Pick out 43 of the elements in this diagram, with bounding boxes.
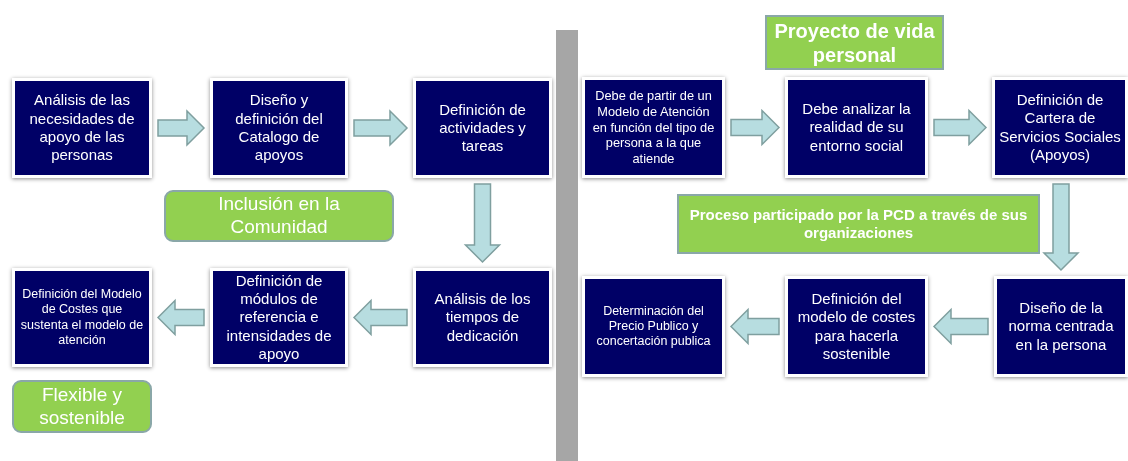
box-text: Definición del Modelo de Costes que sustenta el modelo de atención xyxy=(19,287,145,348)
block-arrow xyxy=(729,307,780,346)
box-text: Diseño y definición del Catalogo de apoyos xyxy=(234,91,324,165)
process-box xyxy=(12,78,152,178)
highlight-box xyxy=(164,190,394,242)
process-box xyxy=(785,77,928,178)
process-box xyxy=(582,77,725,178)
box-text: Proceso participado por la PCD a través de sus organizaciones xyxy=(688,206,1029,242)
box-text: Determinación del Precio Publico y concertación publica xyxy=(595,303,712,350)
highlight-box xyxy=(765,15,944,70)
box-text: Diseño de la norma centrada en la persona xyxy=(1007,299,1115,354)
process-box xyxy=(992,77,1128,178)
process-box xyxy=(210,78,348,178)
block-arrow xyxy=(1042,183,1080,272)
highlight-box xyxy=(12,380,152,433)
box-text: Análisis de las necesidades de apoyo de las personas xyxy=(28,91,136,165)
box-text: Definición del modelo de costes para hacerla sostenible xyxy=(796,289,917,364)
box-text: Proyecto de vida personal xyxy=(773,18,936,67)
box-text: Análisis de los tiempos de dedicación xyxy=(433,290,532,345)
process-box xyxy=(413,78,552,178)
highlight-box xyxy=(677,194,1040,254)
block-arrow xyxy=(352,298,408,337)
divider-bar xyxy=(556,30,578,461)
process-box xyxy=(785,276,928,377)
process-box xyxy=(413,268,552,367)
box-text: Definición de módulos de referencia e intensidades de apoyo xyxy=(225,271,333,364)
block-arrow xyxy=(730,108,781,147)
box-text: Debe analizar la realidad de su entorno social xyxy=(801,100,912,155)
block-arrow xyxy=(353,109,409,147)
process-box xyxy=(582,276,725,377)
box-text: Inclusión en la Comunidad xyxy=(217,193,341,239)
box-text: Definición de actividades y tareas xyxy=(438,100,527,156)
box-text: Definición de Cartera de Servicios Sociales (Apoyos) xyxy=(999,90,1121,165)
process-box xyxy=(210,268,348,367)
process-box xyxy=(994,276,1128,377)
box-text: Flexible y sostenible xyxy=(38,383,126,430)
block-arrow xyxy=(156,298,205,337)
block-arrow xyxy=(157,109,206,147)
block-arrow xyxy=(463,183,502,264)
process-box xyxy=(12,268,152,367)
block-arrow xyxy=(932,307,989,346)
block-arrow xyxy=(933,108,988,147)
box-text: Debe de partir de un Modelo de Atención en función del tipo de persona a la que atiende xyxy=(591,88,716,167)
